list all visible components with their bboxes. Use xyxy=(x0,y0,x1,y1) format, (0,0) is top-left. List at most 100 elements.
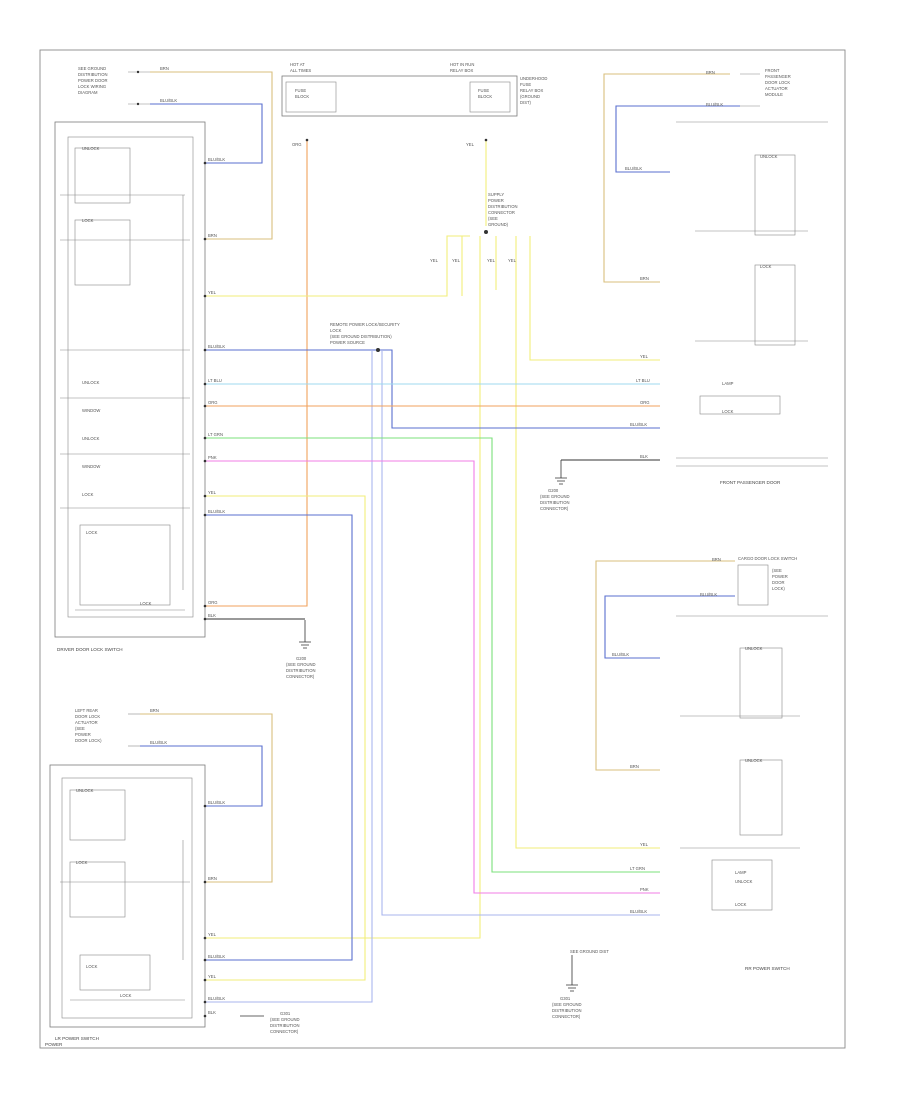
connector-dots xyxy=(203,138,488,1018)
svg-text:UNLOCK: UNLOCK xyxy=(760,154,778,159)
wire-lavender-2 xyxy=(205,350,373,1003)
svg-text:ORG: ORG xyxy=(640,400,650,405)
svg-text:UNLOCK: UNLOCK xyxy=(82,380,100,385)
svg-text:HOT AT: HOT AT xyxy=(290,62,305,67)
svg-text:YEL: YEL xyxy=(466,142,475,147)
svg-text:CARGO DOOR LOCK SWITCH: CARGO DOOR LOCK SWITCH xyxy=(738,556,797,561)
svg-text:POWER: POWER xyxy=(488,198,504,203)
bottom-left-caption: POWER xyxy=(45,1042,63,1047)
svg-text:ACTUATOR: ACTUATOR xyxy=(765,86,788,91)
svg-text:CONNECTOR): CONNECTOR) xyxy=(286,674,315,679)
svg-text:RELAY BOX: RELAY BOX xyxy=(520,88,544,93)
svg-text:BLU/BLK: BLU/BLK xyxy=(150,740,167,745)
svg-text:FUSE: FUSE xyxy=(295,88,306,93)
svg-text:ALL TIMES: ALL TIMES xyxy=(290,68,311,73)
svg-text:LOCK: LOCK xyxy=(82,492,94,497)
svg-text:LOCK: LOCK xyxy=(760,264,772,269)
svg-text:G301: G301 xyxy=(560,996,571,1001)
svg-text:CONNECTOR): CONNECTOR) xyxy=(540,506,569,511)
svg-text:UNLOCK: UNLOCK xyxy=(82,146,100,151)
svg-text:LOCK: LOCK xyxy=(330,328,342,333)
svg-text:LOCK: LOCK xyxy=(735,902,747,907)
svg-text:LOCK: LOCK xyxy=(76,860,88,865)
svg-text:BLU/BLK: BLU/BLK xyxy=(208,954,225,959)
svg-text:LT BLU: LT BLU xyxy=(208,378,222,383)
svg-text:(SEE GROUND DISTRIBUTION): (SEE GROUND DISTRIBUTION) xyxy=(330,334,392,339)
svg-text:DISTRIBUTION: DISTRIBUTION xyxy=(540,500,570,505)
svg-text:BRN: BRN xyxy=(160,66,169,71)
svg-text:BLU/BLK: BLU/BLK xyxy=(630,422,647,427)
svg-text:LOCK: LOCK xyxy=(120,993,132,998)
wire-yellow-5 xyxy=(515,236,660,849)
driver-door-lock-switch: UNLOCK LOCK UNLOCK WINDOW UNLOCK WINDOW … xyxy=(54,121,206,638)
svg-text:LOCK: LOCK xyxy=(140,601,152,606)
svg-text:DIST): DIST) xyxy=(520,100,532,105)
svg-text:BLK: BLK xyxy=(208,613,216,618)
svg-text:BLU/BLK: BLU/BLK xyxy=(208,509,225,514)
svg-text:BLU/BLK: BLU/BLK xyxy=(700,592,717,597)
svg-text:(SEE GROUND: (SEE GROUND xyxy=(540,494,570,499)
svg-text:PASSENGER: PASSENGER xyxy=(765,74,791,79)
svg-text:(GROUND: (GROUND xyxy=(520,94,540,99)
svg-text:MODULE: MODULE xyxy=(765,92,783,97)
wire-tags: BRN BLU/BLK BLU/BLK BRN YEL BLU/BLK LT B… xyxy=(150,66,723,1015)
svg-text:UNLOCK: UNLOCK xyxy=(76,788,94,793)
svg-text:(SEE GROUND: (SEE GROUND xyxy=(552,1002,582,1007)
svg-text:ACTUATOR: ACTUATOR xyxy=(75,720,98,725)
wire-tan-1 xyxy=(150,71,273,240)
driver-switch-caption: DRIVER DOOR LOCK SWITCH xyxy=(57,647,123,652)
svg-text:PNK: PNK xyxy=(640,887,649,892)
svg-text:LT BLU: LT BLU xyxy=(636,378,650,383)
svg-text:HOT IN RUN: HOT IN RUN xyxy=(450,62,474,67)
front-passenger-switch: FRONT PASSENGER DOOR LOCK ACTUATOR MODUL… xyxy=(676,68,828,467)
svg-text:POWER SOURCE: POWER SOURCE xyxy=(330,340,365,345)
wire-yellow-1 xyxy=(205,235,470,297)
svg-text:POWER DOOR: POWER DOOR xyxy=(78,78,108,83)
svg-text:BLOCK: BLOCK xyxy=(295,94,309,99)
svg-text:G200: G200 xyxy=(548,488,559,493)
wire-yellow-3 xyxy=(205,236,481,939)
diagram-frame xyxy=(39,49,846,1049)
ground-symbol-bottom: SEE GROUND DIST G301 (SEE GROUND DISTRIB… xyxy=(552,949,609,1019)
rr-switch-caption: RR POWER SWITCH xyxy=(745,966,790,971)
svg-text:YEL: YEL xyxy=(208,974,217,979)
wire-blue-3 xyxy=(205,514,353,961)
svg-text:YEL: YEL xyxy=(208,932,217,937)
svg-text:(SEE: (SEE xyxy=(488,216,498,221)
svg-text:FRONT: FRONT xyxy=(765,68,780,73)
svg-text:ORG: ORG xyxy=(208,600,218,605)
svg-text:BLK: BLK xyxy=(208,1010,216,1015)
svg-text:CONNECTOR): CONNECTOR) xyxy=(270,1029,299,1034)
wire-yellow-6 xyxy=(529,236,660,361)
svg-text:BLU/BLK: BLU/BLK xyxy=(208,344,225,349)
svg-text:(SEE: (SEE xyxy=(75,726,85,731)
svg-text:YEL: YEL xyxy=(640,842,649,847)
svg-text:DOOR LOCK: DOOR LOCK xyxy=(765,80,790,85)
svg-text:ORG: ORG xyxy=(292,142,302,147)
svg-text:GROUND): GROUND) xyxy=(488,222,509,227)
svg-text:UNLOCK: UNLOCK xyxy=(745,646,763,651)
svg-text:BLU/BLK: BLU/BLK xyxy=(208,996,225,1001)
svg-text:FUSE: FUSE xyxy=(478,88,489,93)
svg-text:YEL: YEL xyxy=(508,258,517,263)
svg-text:YEL: YEL xyxy=(430,258,439,263)
wire-tan-2 xyxy=(603,73,730,283)
svg-text:BRN: BRN xyxy=(640,276,649,281)
top-center-module: HOT AT ALL TIMES HOT IN RUN RELAY BOX FU… xyxy=(281,62,547,117)
svg-text:LEFT REAR: LEFT REAR xyxy=(75,708,98,713)
svg-text:UNLOCK: UNLOCK xyxy=(82,436,100,441)
svg-text:UNDERHOOD: UNDERHOOD xyxy=(520,76,547,81)
wire-lavender-1 xyxy=(381,350,660,916)
wire-tan-4 xyxy=(140,713,273,883)
svg-text:DISTRIBUTION: DISTRIBUTION xyxy=(78,72,108,77)
svg-text:RELAY BOX: RELAY BOX xyxy=(450,68,474,73)
svg-text:FUSE: FUSE xyxy=(520,82,531,87)
svg-text:BLU/BLK: BLU/BLK xyxy=(706,102,723,107)
ground-label-bottom-left: G301 (SEE GROUND DISTRIBUTION CONNECTOR) xyxy=(240,1011,300,1034)
svg-text:ORG: ORG xyxy=(208,400,218,405)
svg-text:(SEE: (SEE xyxy=(772,568,782,573)
wire-yellow-7 xyxy=(205,495,366,981)
svg-text:DISTRIBUTION: DISTRIBUTION xyxy=(286,668,316,673)
wire-green xyxy=(205,437,660,873)
